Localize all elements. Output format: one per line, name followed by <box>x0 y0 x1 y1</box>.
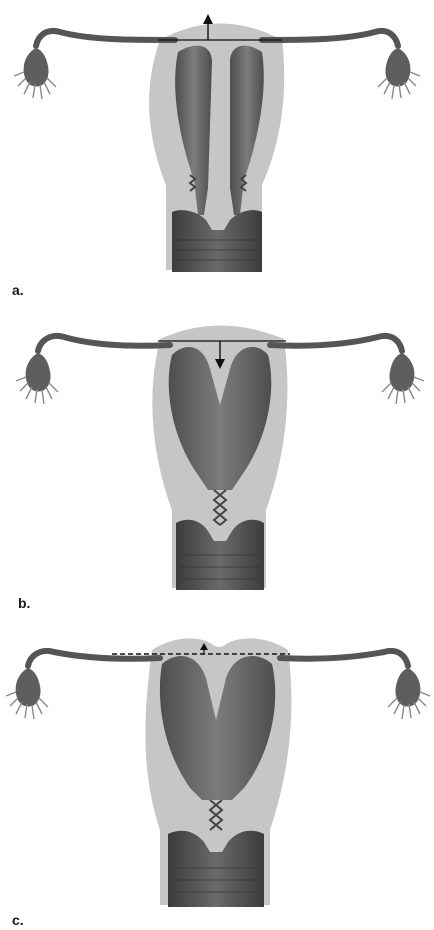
right-fallopian-tube <box>270 336 402 351</box>
right-fimbria <box>378 48 420 99</box>
panel-label-c: c. <box>12 912 24 928</box>
panel-c: c. <box>0 620 434 930</box>
uterus-diagram-b <box>0 305 434 610</box>
left-fimbria <box>14 48 56 99</box>
uterus-diagram-c <box>0 620 434 930</box>
panel-a: a. <box>0 0 434 300</box>
right-fimbria <box>388 668 430 719</box>
uterus-diagram-a <box>0 0 434 300</box>
panel-label-b: b. <box>18 595 30 611</box>
right-fallopian-tube <box>280 651 408 666</box>
arrowhead-up <box>203 14 213 24</box>
right-fimbria <box>382 353 424 404</box>
left-fimbria <box>16 353 58 404</box>
left-fallopian-tube <box>38 336 170 351</box>
left-fimbria <box>6 668 48 719</box>
left-fallopian-tube <box>36 31 175 46</box>
panel-b: b. <box>0 305 434 610</box>
panel-label-a: a. <box>12 282 24 298</box>
